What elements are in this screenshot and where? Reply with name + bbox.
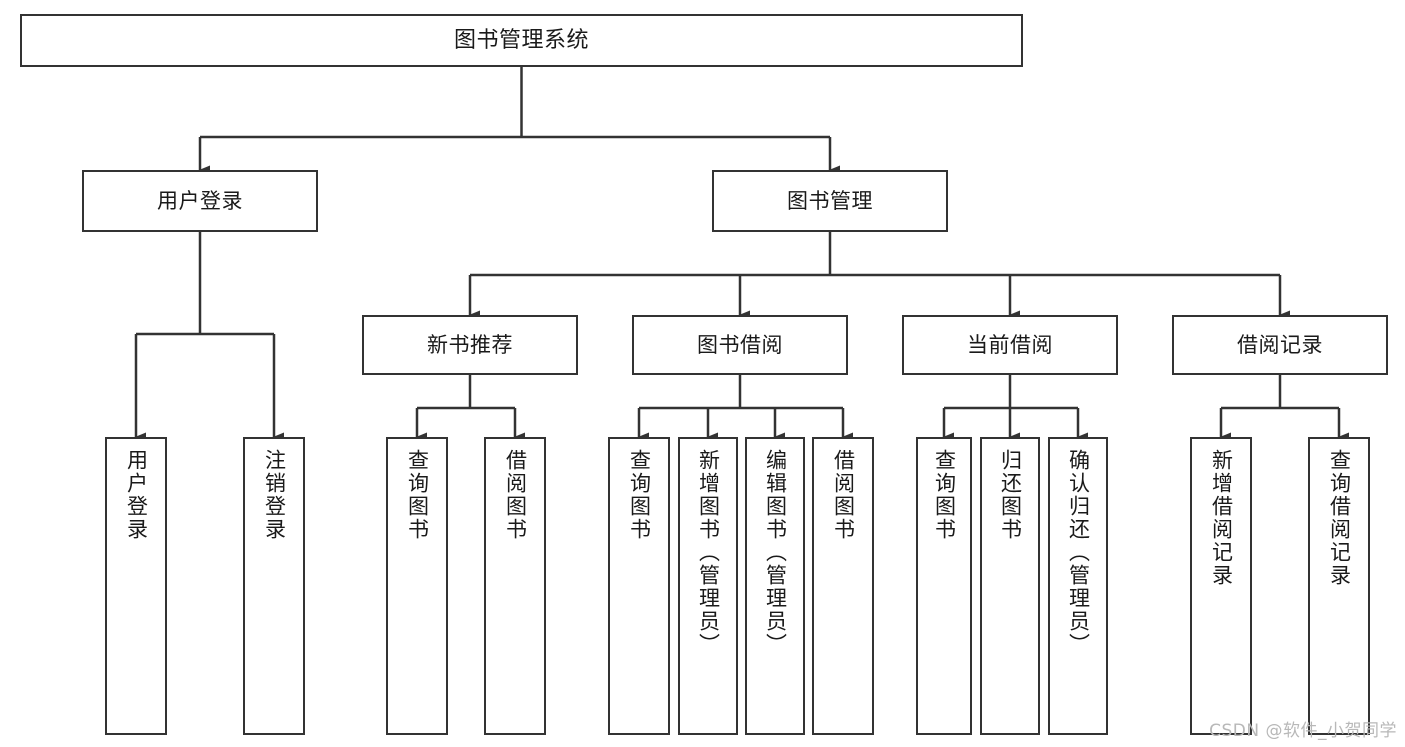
node-label: 图书管理系统 [453, 27, 589, 53]
node-label: 新增借阅记录 [1209, 449, 1234, 587]
node-label: 归还图书 [998, 449, 1023, 541]
node-label: 注销登录 [262, 449, 287, 541]
node-label: 编辑图书（管理员） [763, 449, 788, 656]
node-label: 新增图书（管理员） [696, 449, 721, 656]
node-leaf-cur-return[interactable]: 归还图书 [980, 437, 1040, 735]
node-label: 用户登录 [157, 188, 243, 213]
node-leaf-user-login[interactable]: 用户登录 [105, 437, 167, 735]
node-new-book-rec[interactable]: 新书推荐 [362, 315, 578, 375]
node-label: 借阅图书 [831, 449, 856, 541]
node-label: 图书管理 [787, 188, 873, 213]
edge-lines [134, 67, 1349, 442]
node-label: 当前借阅 [967, 332, 1053, 357]
node-label: 查询图书 [932, 449, 957, 541]
node-leaf-rec-search[interactable]: 查询借阅记录 [1308, 437, 1370, 735]
node-label: 查询借阅记录 [1327, 449, 1352, 587]
node-current-borrow[interactable]: 当前借阅 [902, 315, 1118, 375]
node-leaf-bor-edit[interactable]: 编辑图书（管理员） [745, 437, 805, 735]
node-label: 确认归还（管理员） [1066, 449, 1091, 656]
node-label: 新书推荐 [427, 332, 513, 357]
node-book-manage[interactable]: 图书管理 [712, 170, 948, 232]
node-label: 用户登录 [124, 449, 149, 541]
node-label: 查询图书 [627, 449, 652, 541]
node-leaf-cur-confirm[interactable]: 确认归还（管理员） [1048, 437, 1108, 735]
node-label: 图书借阅 [697, 332, 783, 357]
node-label: 查询图书 [405, 449, 430, 541]
node-borrow-record[interactable]: 借阅记录 [1172, 315, 1388, 375]
node-leaf-rec-borrow[interactable]: 借阅图书 [484, 437, 546, 735]
node-leaf-cur-query[interactable]: 查询图书 [916, 437, 972, 735]
node-leaf-rec-add[interactable]: 新增借阅记录 [1190, 437, 1252, 735]
node-leaf-user-logout[interactable]: 注销登录 [243, 437, 305, 735]
node-user-login[interactable]: 用户登录 [82, 170, 318, 232]
node-book-borrow[interactable]: 图书借阅 [632, 315, 848, 375]
node-leaf-bor-lend[interactable]: 借阅图书 [812, 437, 874, 735]
node-label: 借阅图书 [503, 449, 528, 541]
node-leaf-bor-add[interactable]: 新增图书（管理员） [678, 437, 738, 735]
node-leaf-bor-query[interactable]: 查询图书 [608, 437, 670, 735]
node-label: 借阅记录 [1237, 332, 1323, 357]
node-leaf-rec-query[interactable]: 查询图书 [386, 437, 448, 735]
node-root[interactable]: 图书管理系统 [20, 14, 1023, 67]
